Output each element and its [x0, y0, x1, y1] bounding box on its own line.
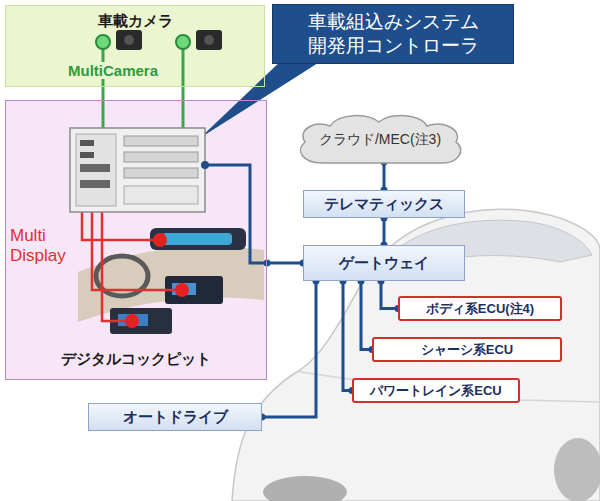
- callout-pointer: [200, 58, 318, 138]
- box-text: シャーシ系ECU: [421, 341, 513, 359]
- ecu-box: シャーシ系ECU: [372, 337, 562, 362]
- car-line: [300, 372, 600, 402]
- box-text: オートドライブ: [123, 408, 228, 427]
- controller-slot: [124, 136, 198, 146]
- camera-port: [96, 35, 110, 49]
- process-box: テレマティックス: [303, 190, 465, 218]
- box-text: パワートレイン系ECU: [370, 382, 501, 400]
- connector-line: [267, 262, 303, 265]
- controller-port: [80, 180, 110, 188]
- controller-slot: [124, 168, 198, 178]
- box-text: ゲートウェイ: [339, 254, 429, 273]
- controller-vent: [124, 186, 198, 204]
- camera-lens: [204, 35, 214, 45]
- connector-line: [343, 281, 352, 391]
- camera-icon: [116, 30, 142, 50]
- connector-line: [262, 281, 316, 417]
- box-text: ボディ系ECU(注4): [426, 300, 534, 318]
- connector-line: [381, 281, 398, 309]
- car-wheel: [554, 438, 600, 501]
- display-wire: [92, 212, 182, 290]
- display-dot: [125, 314, 139, 328]
- process-box: ゲートウェイ: [303, 245, 465, 281]
- cloud-outline: [300, 116, 460, 163]
- signal-label: MultiCamera: [66, 62, 160, 79]
- connector-line: [383, 218, 386, 245]
- callout-text: 車載組込みシステム 開発用コントローラ: [303, 10, 484, 58]
- display-wire: [102, 212, 132, 321]
- cloud-shape: クラウド/MEC(注3): [292, 112, 468, 168]
- process-box: オートドライブ: [88, 403, 262, 431]
- cockpit-region-fill: [5, 100, 267, 380]
- controller-port: [80, 140, 94, 146]
- camera-wire: [182, 49, 185, 130]
- dash-screen-glow: [162, 233, 232, 245]
- ecu-box: パワートレイン系ECU: [352, 378, 520, 403]
- controller-wire: [205, 165, 267, 263]
- controller-slot: [124, 152, 198, 162]
- callout-box: 車載組込みシステム 開発用コントローラ: [272, 4, 514, 64]
- connector-line: [383, 162, 386, 190]
- controller-panel: [76, 134, 116, 206]
- region-title: デジタルコックピット: [61, 350, 211, 369]
- region-title: 車載カメラ: [98, 12, 173, 31]
- car-wheel: [263, 476, 347, 501]
- controller-box: [70, 128, 205, 212]
- car-body: [232, 209, 600, 501]
- connector-line: [361, 281, 372, 350]
- joint-dot: [264, 260, 271, 267]
- dash-screen: [150, 228, 246, 250]
- display-dot: [175, 283, 189, 297]
- ecu-box: ボディ系ECU(注4): [398, 296, 562, 321]
- cloud-text: クラウド/MEC(注3): [319, 131, 441, 149]
- box-text: テレマティックス: [324, 195, 444, 214]
- camera-port: [176, 35, 190, 49]
- signal-label: Multi Display: [10, 226, 78, 267]
- controller-port: [80, 164, 110, 172]
- camera-region-fill: [5, 5, 265, 87]
- controller-port: [80, 152, 94, 158]
- display-dot: [153, 233, 167, 247]
- camera-icon: [196, 30, 222, 50]
- display-wire: [82, 212, 160, 240]
- camera-lens: [124, 35, 134, 45]
- joint-dot: [201, 161, 209, 169]
